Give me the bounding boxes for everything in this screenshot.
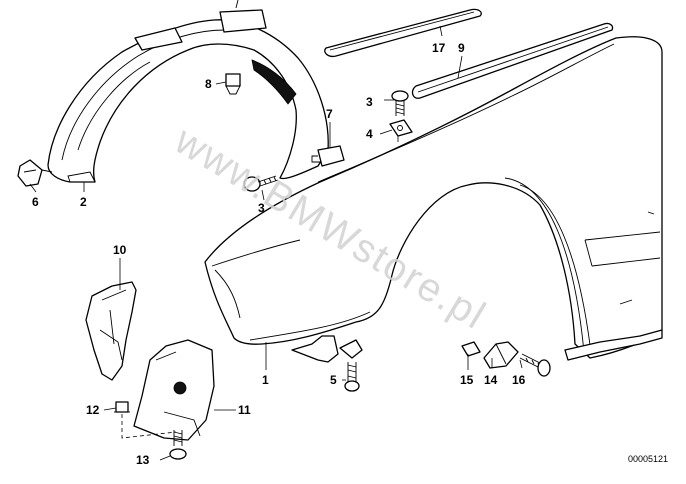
callout-13: 13 (136, 453, 150, 467)
callout-2: 2 (80, 195, 87, 209)
moulding-9 (411, 22, 614, 99)
clip-part-7 (311, 122, 345, 167)
screw-3-upper (391, 90, 409, 116)
front-fender (204, 36, 663, 363)
nut-15 (461, 341, 481, 357)
callout-16: 16 (512, 373, 526, 387)
callout-9: 9 (458, 41, 465, 55)
wheel-arch-liner (47, 0, 329, 183)
callout-12: 12 (86, 403, 100, 417)
screw-16 (519, 353, 551, 377)
callout-14: 14 (484, 373, 498, 387)
screw-5 (344, 362, 360, 392)
callout-3-lower: 3 (258, 201, 265, 215)
nut-4 (389, 119, 413, 142)
callout-11: 11 (238, 403, 251, 417)
bracket-14 (483, 341, 519, 369)
diagram-id-label: 00005121 (627, 454, 668, 464)
callout-6: 6 (32, 195, 39, 209)
callout-4: 4 (366, 127, 373, 141)
callout-5: 5 (330, 373, 337, 387)
cover-11 (133, 339, 215, 441)
callout-1: 1 (262, 373, 269, 387)
leader-lines (29, 25, 523, 461)
expanding-nut-8 (225, 73, 241, 95)
moulding-17 (324, 8, 482, 58)
callout-10: 10 (113, 243, 127, 257)
cover-10 (85, 281, 137, 381)
callout-8: 8 (205, 77, 212, 91)
screw-13 (169, 430, 187, 460)
callout-7: 7 (326, 107, 333, 121)
callout-3-upper: 3 (366, 95, 373, 109)
clip-part-6 (17, 159, 53, 187)
callout-17: 17 (432, 41, 446, 55)
callout-15: 15 (460, 373, 474, 387)
clip-12 (114, 401, 130, 413)
screw-3-lower (243, 175, 279, 192)
callout-labels: 1 2 3 3 4 5 6 7 8 9 10 11 12 13 14 15 16… (32, 41, 526, 467)
